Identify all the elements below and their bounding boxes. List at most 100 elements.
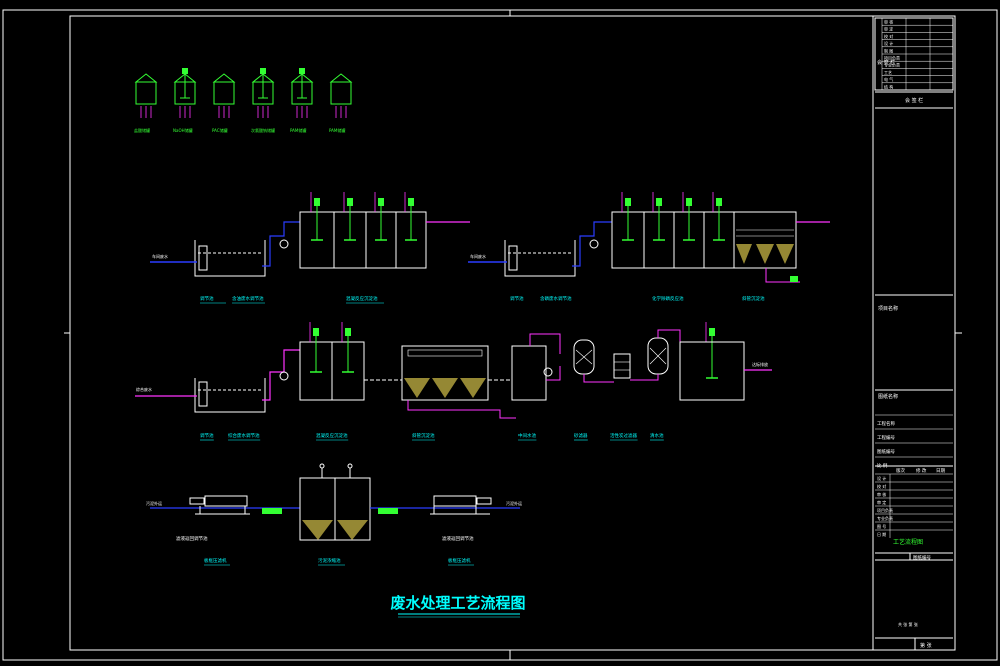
stamp-row-1: 工程编号 [877,434,895,441]
line3-backwash [613,353,631,379]
approval-row-4: 制 图 [884,47,893,53]
line3-inlet: 综合废水 [136,386,152,392]
sludge-label-1: 板框压滤机 [204,557,227,564]
dosing-tank-5: PAM储罐 [329,73,353,133]
rev-header-0: 版次 [896,467,905,474]
line1-screen [198,245,208,271]
line1-label-1: 调节池 [200,295,214,302]
approval-row-0: 审 核 [884,19,893,25]
sludge-label-3: 板框压滤机 [448,557,471,564]
right-press-outlet: 污泥外运 [506,500,522,506]
line1-oily-wastewater: 车间废水 调节池 含油废水调节池 混凝反应沉淀池 [150,192,470,304]
line1-lift-pipe [262,221,300,267]
line1-mixer-1 [343,192,356,241]
line3-feed-pump [543,367,553,377]
approval-row-7: 工艺 [884,70,892,75]
left-screw-pump [262,508,282,514]
approval-row-5: 项目负责 [884,55,900,61]
line1-lift-pump [279,239,289,249]
drawing-title: 废水处理工艺流程图 [390,594,525,612]
stamp-row-2: 图纸编号 [877,448,895,455]
stamp-row-0: 工程名称 [877,420,895,427]
sign-row-2: 审 核 [877,491,886,497]
line2-equalization-pit [504,240,576,277]
rev-header-2: 日期 [936,468,945,474]
sign-row-1: 校 对 [877,483,886,489]
line3-outlet: 达标排放 [752,361,768,367]
left-press-outlet: 污泥外运 [146,500,162,506]
dosing-tank-4: PAM储罐 [290,68,314,133]
approval-row-9: 结 构 [884,83,893,89]
dosing-tank-label-5: PAM储罐 [329,127,345,133]
line2-screen [508,245,518,271]
line3-mixer-1 [341,322,354,373]
sign-row-3: 审 定 [877,499,886,505]
line2-sludge-pump [790,276,798,282]
line3-lift-pump [279,371,289,381]
line3-label-5: 砂滤器 [574,432,588,439]
right-screw-pump [378,508,398,514]
line2-label-3: 化学除磷反应池 [652,295,684,302]
sign-row-0: 设 计 [877,475,886,481]
line1-mixer-0 [310,192,323,241]
line2-label-2: 含磷废水调节池 [540,295,572,302]
line2-mixer-0 [621,192,634,241]
line2-lift-pump [589,239,599,249]
line3-mixer-clear [705,322,718,379]
inner-border [69,15,956,651]
dosing-tank-0: 盐酸储罐 [134,73,158,133]
drawing-label: 图纸名称 [878,393,898,400]
line2-inlet: 车间废水 [470,253,486,259]
line3-combined-wastewater: 综合废水 达标排放 调节 [135,322,772,441]
line3-screen [198,381,208,407]
dosing-tank-1: NaOH储罐 [173,68,197,133]
project-label: 项目名称 [878,305,898,312]
line3-lift-pipe [262,349,300,401]
sign-row-4: 项目负责 [877,507,893,513]
dept-label: 会 签 栏 [905,97,923,104]
line3-label-6: 活性炭过滤器 [610,432,637,439]
line3-label-1: 综合废水调节池 [228,432,260,439]
sign-row-7: 日 期 [877,531,886,537]
sign-row-6: 图 号 [877,523,886,529]
dosing-tank-label-3: 次氯酸钠储罐 [251,127,275,133]
left-filtrate-note: 滤液返回调节池 [176,535,208,542]
line2-settling-tank [733,211,797,269]
dosing-tank-label-2: PAC储罐 [212,127,228,133]
line3-label-0: 调节池 [200,432,214,439]
rev-header-1: 修 改 [916,467,927,474]
line3-label-3: 斜管沉淀池 [412,432,435,439]
line1-inlet: 车间废水 [152,253,168,259]
drawing-name: 工艺流程图 [893,538,923,546]
line2-mixer-2 [682,192,695,241]
approval-row-2: 校 对 [884,33,893,39]
dosing-tank-3: 次氯酸钠储罐 [251,68,275,133]
dosing-tank-label-4: PAM储罐 [290,127,306,133]
line1-mixer-2 [374,192,387,241]
line2-phosphorus-wastewater: 车间废水 调节池 含磷废水调节池 化学除磷反应池 斜管沉淀池 [468,192,830,302]
dosing-tank-label-0: 盐酸储罐 [134,127,150,133]
line3-mixer-0 [309,322,322,373]
approval-row-8: 电 气 [884,76,893,82]
line3-label-7: 清水池 [650,432,664,439]
sign-row-5: 专业负责 [877,515,893,521]
outer-border [2,9,998,661]
page-no: 第 张 [920,642,932,649]
line1-mixer-3 [404,192,417,241]
approval-row-6: 专业负责 [884,62,900,68]
sludge-treatment: 污泥外运 滤液返回调节池 污泥外运 滤液返回调节池 板框压滤机 污泥浓缩池 板框… [146,463,522,566]
footer-note: 共 张 第 张 [898,621,918,627]
line1-label-3: 混凝反应沉淀池 [346,295,378,302]
approval-row-3: 设 计 [884,40,893,46]
line3-label-4: 中间水池 [518,432,536,439]
countersign-side-label: 会 签 栏 [877,59,895,66]
line1-equalization-pit [194,240,266,277]
right-filtrate-note: 滤液返回调节池 [442,535,474,542]
approval-row-1: 审 定 [884,26,893,32]
line2-lift-pipe [572,221,612,267]
line3-equalization-pit [194,378,266,413]
dosing-tank-2: PAC储罐 [212,73,236,133]
dosing-tanks: 盐酸储罐 NaOH储罐 PAC储罐 次氯酸钠储罐 PAM储罐 PAM储罐 [134,68,353,133]
